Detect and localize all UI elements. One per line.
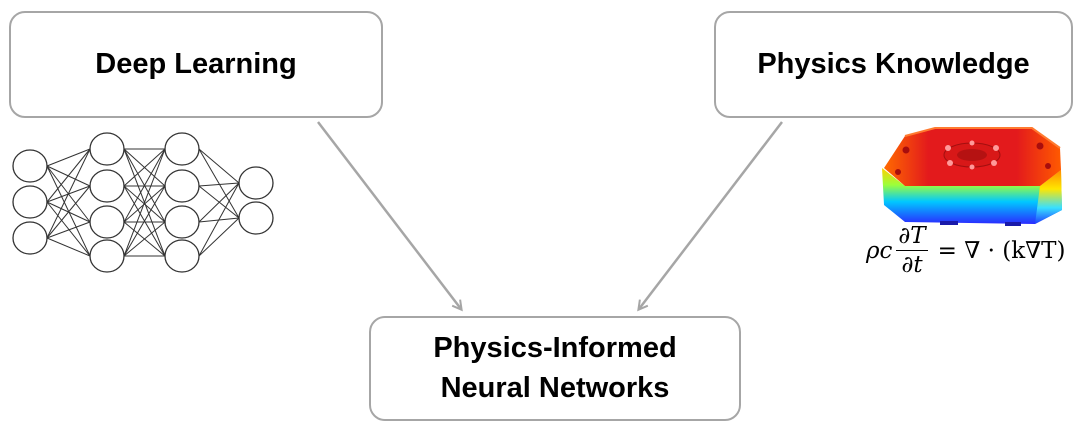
nn-node (12, 221, 48, 255)
equation-numerator: ∂T (896, 224, 928, 252)
nn-connection (123, 148, 166, 257)
nn-connection (198, 148, 240, 184)
pinn-label-line1: Physics-Informed (433, 332, 677, 365)
nn-node (89, 239, 125, 273)
nn-connection (198, 148, 240, 219)
pinn-box: Physics-Informed Neural Networks (369, 316, 741, 421)
nn-connection (46, 185, 91, 239)
nn-connection (198, 182, 240, 257)
nn-connection (46, 221, 91, 239)
nn-node (89, 205, 125, 239)
heatmap-part-illustration (882, 127, 1062, 226)
nn-connection (46, 148, 91, 167)
arrow-physics-knowledge-to-pinn (639, 121, 783, 309)
equation-fraction: ∂T ∂t (896, 224, 928, 279)
nn-connection (123, 148, 166, 187)
nn-connection (46, 148, 91, 203)
nn-connection (46, 237, 91, 257)
physics-knowledge-label: Physics Knowledge (757, 47, 1030, 80)
nn-connection (46, 201, 91, 257)
nn-node (12, 185, 48, 219)
physics-knowledge-box: Physics Knowledge (714, 11, 1073, 118)
nn-node (164, 205, 200, 239)
nn-connection (198, 182, 240, 223)
nn-node (12, 149, 48, 183)
nn-connection (123, 148, 166, 223)
nn-connection (123, 185, 166, 257)
nn-connection (198, 182, 240, 187)
equation-rhs: = ∇ · (k∇T) (937, 237, 1066, 264)
nn-node (238, 201, 274, 235)
nn-node (164, 239, 200, 273)
pinn-label-line2: Neural Networks (440, 371, 670, 404)
nn-node (164, 132, 200, 166)
equation-lhs: ρc (866, 237, 893, 264)
nn-connection (198, 217, 240, 257)
nn-node (238, 166, 274, 200)
nn-connection (123, 221, 166, 257)
nn-node (89, 169, 125, 203)
equation-denominator: ∂t (901, 252, 923, 279)
nn-node (164, 169, 200, 203)
nn-connection (46, 165, 91, 257)
nn-connection (46, 148, 91, 239)
heat-equation: ρc ∂T ∂t = ∇ · (k∇T) (866, 224, 1066, 277)
deep-learning-label: Deep Learning (95, 47, 297, 80)
neural-network-illustration (12, 132, 274, 273)
deep-learning-box: Deep Learning (9, 11, 383, 118)
nn-connection (123, 185, 166, 223)
arrow-deep-learning-to-pinn (317, 121, 461, 309)
nn-node (89, 132, 125, 166)
